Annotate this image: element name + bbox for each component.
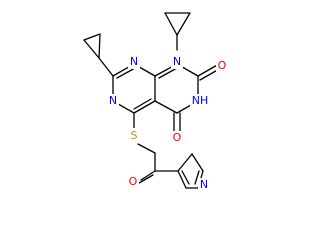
atom-n8: N bbox=[130, 55, 138, 68]
atom-labels: N N N NH O O S O N bbox=[107, 55, 228, 192]
bond-pyrrole-2 bbox=[191, 153, 204, 172]
bond-c4-c4a bbox=[154, 100, 178, 114]
atom-o2: O bbox=[218, 59, 227, 72]
bond-carbonyl-o bbox=[140, 170, 156, 181]
bond-carbonyl-o-double bbox=[138, 174, 154, 184]
atom-bg-nh bbox=[190, 94, 212, 108]
atom-bg-o2 bbox=[216, 59, 228, 73]
bond-c8a-n1-double bbox=[158, 67, 178, 79]
atom-bg-o-ketone bbox=[127, 175, 139, 189]
bond-pyrrole-5 bbox=[177, 170, 187, 189]
bond-c2-o2 bbox=[197, 63, 220, 77]
atom-nh: NH bbox=[192, 94, 209, 107]
atom-bg-n6 bbox=[107, 94, 119, 108]
atom-bg-n8 bbox=[128, 55, 140, 69]
atom-bg-s bbox=[128, 128, 140, 142]
atom-s: S bbox=[131, 129, 138, 142]
bonds bbox=[83, 12, 222, 189]
bond-cyclopropyl-right-3 bbox=[164, 12, 178, 36]
atom-bg-n-pyrrole bbox=[198, 178, 210, 192]
bond-cyclopropyl-left-1 bbox=[83, 39, 100, 59]
bond-c4a-c5 bbox=[133, 100, 156, 114]
bond-cyclopropyl-right-1 bbox=[176, 12, 191, 36]
bond-pyrrole-5-double bbox=[181, 170, 190, 185]
atom-o4: O bbox=[173, 131, 182, 144]
atom-n-pyrrole: N bbox=[200, 178, 208, 191]
molecule-structure: N N N NH O O S O N bbox=[83, 12, 228, 192]
atom-n1: N bbox=[173, 55, 181, 68]
atom-bg-o4 bbox=[171, 131, 183, 145]
atom-n6: N bbox=[109, 94, 117, 107]
atom-o-ketone: O bbox=[129, 175, 138, 188]
bond-pyrrole-1 bbox=[177, 153, 193, 172]
bond-c4a-c5-double bbox=[133, 98, 152, 110]
bond-cyclopropyl-left-2 bbox=[83, 33, 101, 41]
bond-cyclopropyl-left-3 bbox=[98, 33, 101, 59]
bond-c7-cyclopropyl bbox=[98, 57, 114, 77]
bond-pyrrole-3-double bbox=[194, 170, 200, 185]
atom-bg-n1 bbox=[171, 55, 183, 69]
bond-c7-n8-double bbox=[116, 67, 136, 79]
bond-s-ch2 bbox=[137, 143, 156, 154]
